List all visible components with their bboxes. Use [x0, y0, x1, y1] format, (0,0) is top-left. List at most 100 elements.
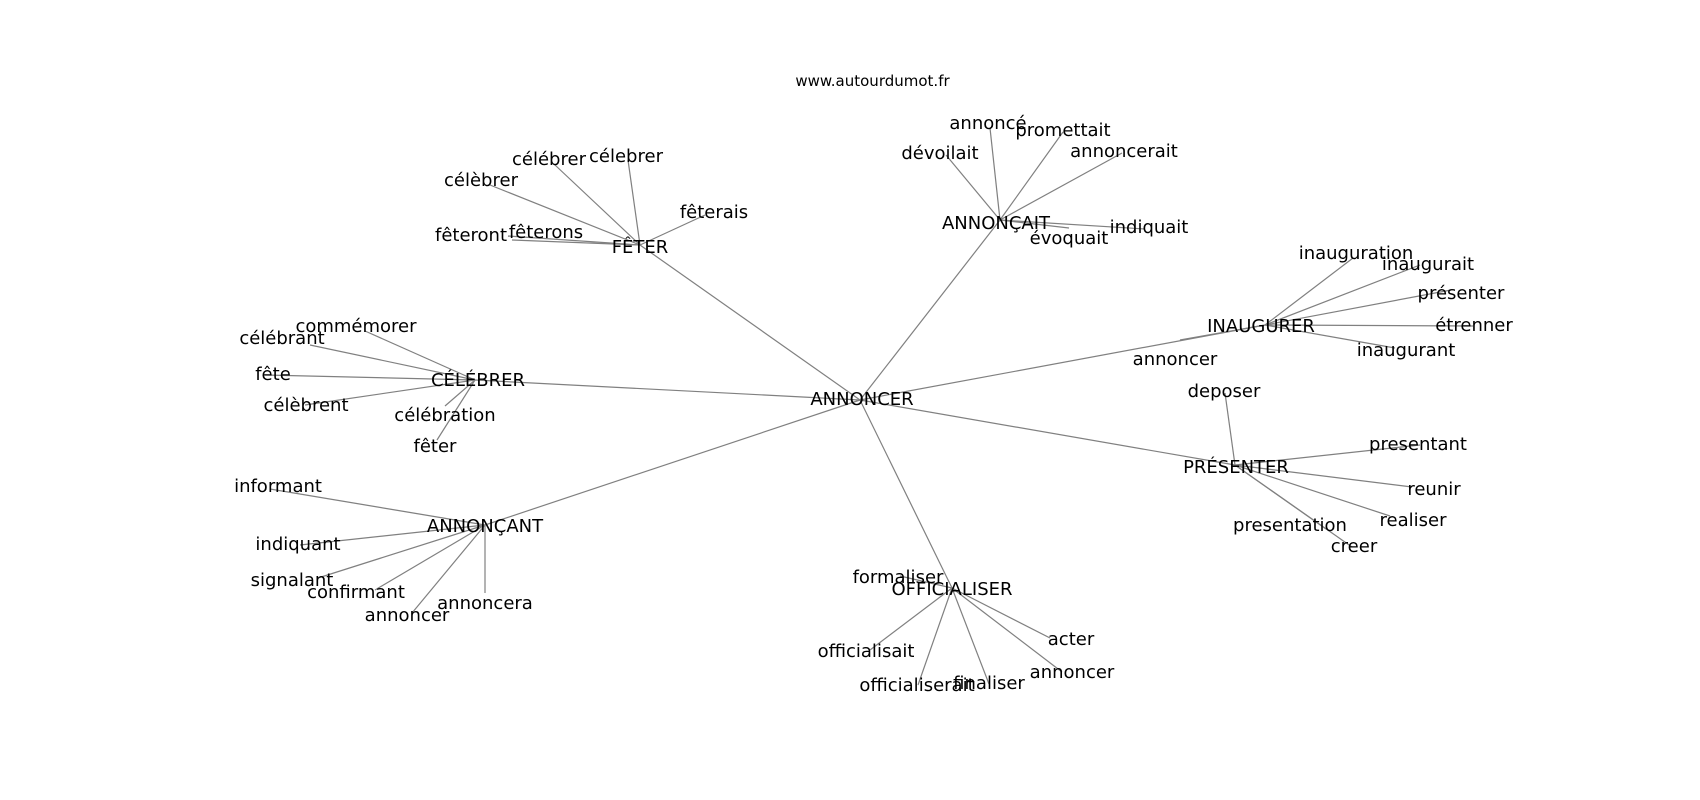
leaf-node-label: célébrer	[512, 149, 587, 170]
edge-officialiser-acter	[951, 587, 1051, 639]
leaf-node-label: fêteront	[435, 225, 507, 246]
edge-presenter-deposer	[1224, 392, 1236, 466]
edge-annoncant-annoncer	[411, 524, 486, 614]
edge-inaugurer-etrenner	[1264, 324, 1474, 327]
edge-feter-celebrer	[627, 159, 641, 246]
edge-officialiser-formaliser	[899, 575, 953, 589]
leaf-node-label: célébrant	[239, 328, 324, 349]
leaf-node-label: inaugurait	[1382, 254, 1474, 275]
leaf-node-label: creer	[1331, 536, 1378, 557]
leaf-node-label: fêterons	[509, 222, 583, 243]
leaf-node-label: évoquait	[1030, 228, 1109, 249]
leaf-node-label: informant	[234, 476, 322, 497]
edge-presenter-realiser	[1234, 464, 1391, 517]
edge-officialiser-annoncer	[951, 587, 1063, 673]
edge-center-officialiser	[859, 399, 953, 589]
center-node-label: ANNONCER	[810, 389, 913, 410]
leaf-node-label: fête	[255, 364, 291, 385]
leaf-node-label: célébration	[394, 405, 495, 426]
edge-annoncant-informant	[269, 488, 486, 526]
edge-inaugurer-inaugurant	[1264, 324, 1396, 349]
edge-feter-feterais	[639, 214, 706, 246]
leaf-node-label: inauguration	[1299, 243, 1414, 264]
leaf-node-label: confirmant	[307, 582, 405, 603]
edge-presenter-creer	[1234, 464, 1353, 548]
leaf-node-label: fêterais	[680, 202, 748, 223]
edge-center-feter	[639, 244, 861, 401]
edge-feter-feteront	[511, 239, 641, 246]
edge-annoncait-annoncerait	[999, 152, 1123, 221]
hub-node-label: INAUGURER	[1207, 316, 1315, 337]
edge-annoncait-devoilait	[945, 154, 1001, 221]
edge-annoncait-promettait	[999, 131, 1064, 221]
hub-node-label: FÊTER	[612, 236, 669, 258]
edge-inaugurer-inauguration	[1264, 257, 1354, 326]
edge-feter-celebrer	[489, 184, 641, 246]
leaf-node-label: presentation	[1233, 515, 1347, 536]
edge-center-annoncant	[484, 399, 861, 526]
leaf-node-label: inaugurant	[1357, 340, 1456, 361]
edge-celebrer-celebration	[444, 379, 476, 407]
edge-annoncant-confirmant	[374, 524, 486, 591]
leaf-node-label: acter	[1048, 629, 1095, 650]
edge-celebrer-celebrent	[304, 379, 476, 406]
leaf-node-label: annoncé	[949, 113, 1026, 134]
graph-edges	[264, 127, 1474, 686]
edge-inaugurer-inaugurait	[1264, 264, 1421, 326]
hub-node-label: PRÉSENTER	[1183, 456, 1289, 478]
edge-inaugurer-annoncer	[1179, 324, 1266, 341]
edge-presenter-presentant	[1234, 444, 1421, 466]
edge-annoncant-indiquant	[299, 524, 486, 546]
leaf-node-label: commémorer	[295, 316, 417, 337]
edge-celebrer-celebrant	[309, 344, 476, 381]
leaf-node-label: finaliser	[953, 673, 1025, 694]
edge-presenter-reunir	[1234, 464, 1413, 488]
edge-feter-celebrer	[554, 164, 641, 246]
edge-inaugurer-presenter	[1264, 289, 1452, 326]
edge-feter-feterons	[507, 235, 641, 246]
edge-annoncait-evoquait	[999, 219, 1070, 229]
leaf-node-label: signalant	[251, 570, 334, 591]
hub-node-label: ANNONÇAIT	[942, 213, 1051, 234]
edge-annoncait-indiquait	[999, 219, 1146, 230]
leaf-node-label: annoncerait	[1070, 141, 1178, 162]
hub-node-label: CÉLÉBRER	[431, 369, 525, 391]
leaf-node-label: deposer	[1188, 381, 1261, 402]
edge-center-presenter	[859, 399, 1236, 466]
leaf-node-label: dévoilait	[901, 143, 978, 164]
leaf-node-label: annoncer	[1133, 349, 1218, 370]
edge-celebrer-commemorer	[364, 330, 476, 381]
leaf-node-label: indiquait	[1110, 217, 1189, 238]
leaf-node-label: fêter	[414, 436, 458, 457]
edge-center-annoncait	[859, 219, 1001, 401]
edge-annoncant-signalant	[317, 524, 486, 579]
edge-officialiser-finaliser	[951, 587, 990, 685]
leaf-node-label: étrenner	[1435, 315, 1513, 336]
hub-node-label: ANNONÇANT	[427, 516, 544, 537]
edge-celebrer-fete	[264, 374, 476, 381]
leaf-node-label: indiquant	[255, 534, 340, 555]
leaf-node-label: officialisait	[818, 641, 915, 662]
edge-center-celebrer	[474, 379, 861, 401]
leaf-node-label: annoncer	[1030, 662, 1115, 683]
leaf-node-label: célèbrer	[444, 170, 519, 191]
leaf-node-label: presentant	[1369, 434, 1467, 455]
hub-node-label: OFFICIALISER	[891, 579, 1012, 600]
leaf-node-label: annoncera	[437, 593, 533, 614]
leaf-node-label: présenter	[1418, 283, 1505, 304]
edge-officialiser-officialiserait	[917, 587, 953, 686]
leaf-node-label: formaliser	[853, 567, 944, 588]
leaf-node-label: célèbrent	[263, 395, 348, 416]
source-watermark: www.autourdumot.fr	[795, 72, 950, 90]
leaf-node-label: reunir	[1407, 479, 1461, 500]
edge-celebrer-feter	[436, 379, 476, 441]
edge-officialiser-officialisait	[869, 587, 953, 651]
leaf-node-label: célebrer	[589, 146, 664, 167]
leaf-node-label: promettait	[1015, 120, 1110, 141]
leaf-node-label: annoncer	[365, 605, 450, 626]
edge-annoncait-annonce	[989, 127, 1001, 221]
leaf-node-label: realiser	[1380, 510, 1448, 531]
leaf-node-label: officialiserait	[859, 675, 974, 696]
